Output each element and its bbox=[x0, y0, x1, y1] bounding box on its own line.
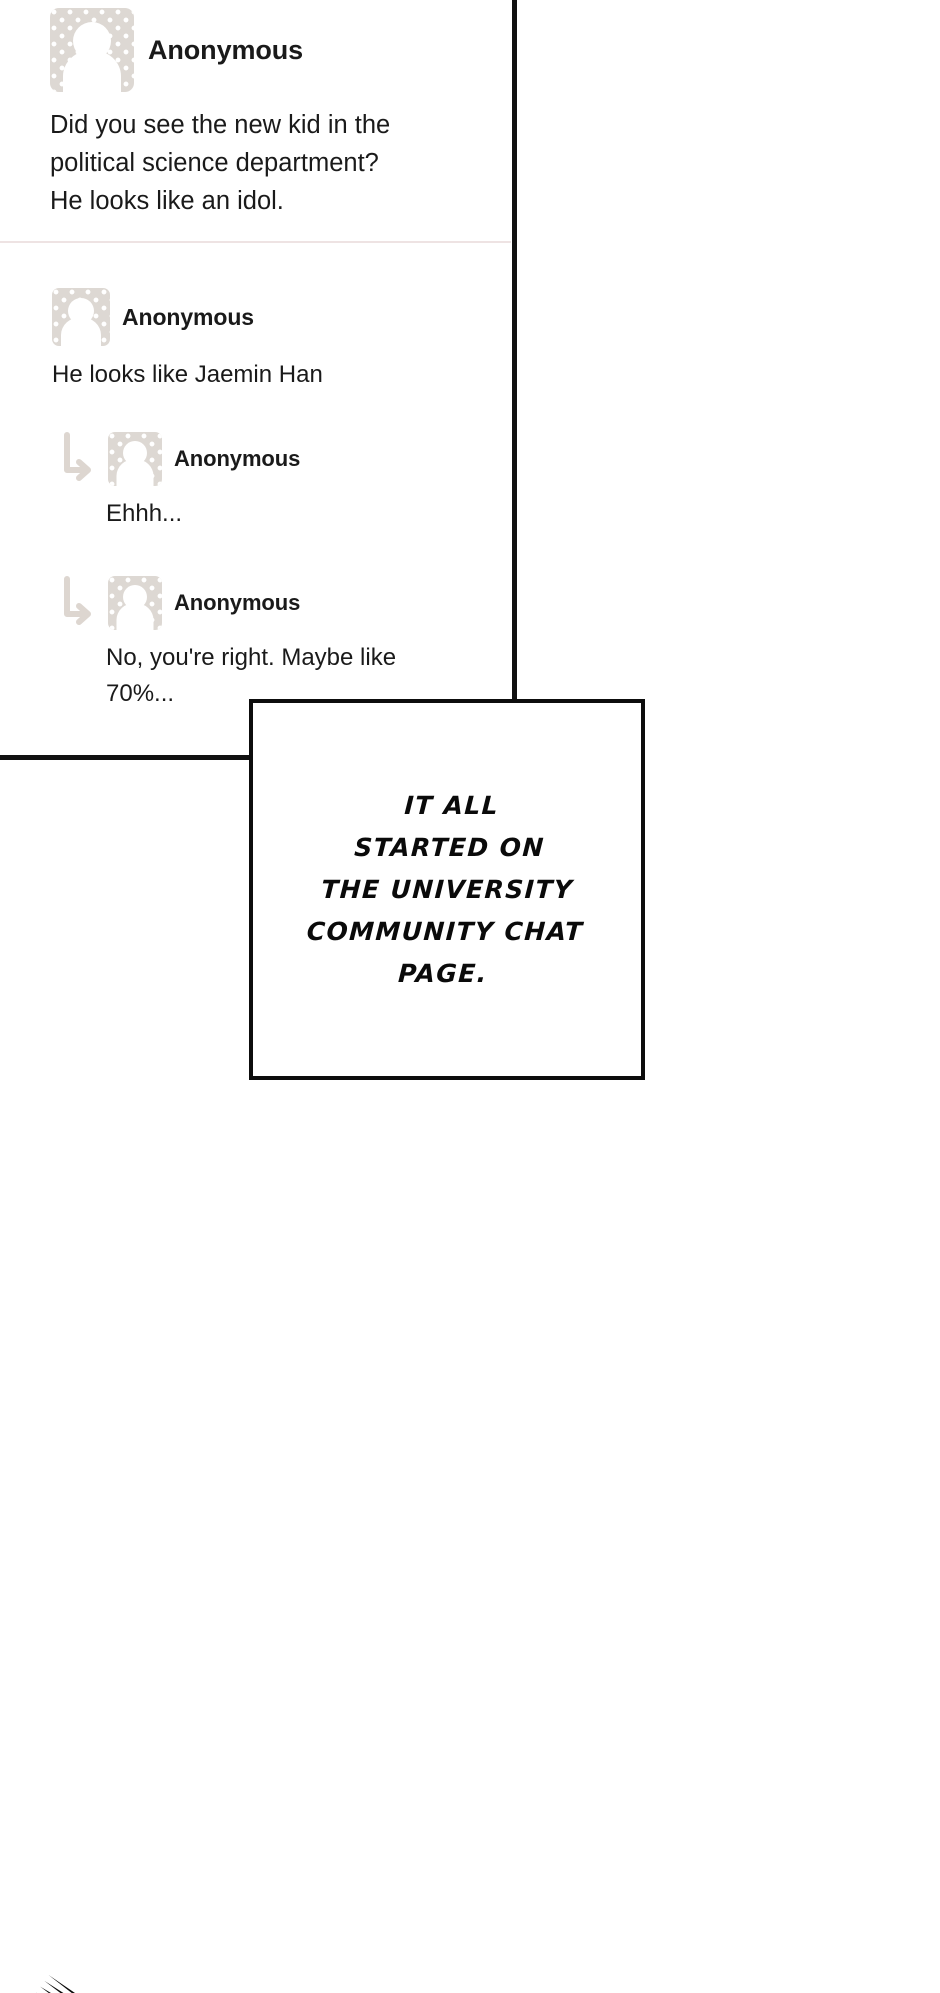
message-text: No, you're right. Maybe like 70%... bbox=[106, 644, 397, 707]
message-text: He looks like Jaemin Han bbox=[52, 361, 323, 388]
anonymous-person-avatar-icon bbox=[108, 576, 162, 630]
message-header: Anonymous bbox=[52, 288, 492, 346]
message-author-name: Anonymous bbox=[174, 590, 301, 615]
reply-header: Anonymous bbox=[62, 576, 492, 630]
message-author-name: Anonymous bbox=[148, 34, 304, 65]
message-author-name: Anonymous bbox=[174, 446, 301, 471]
chat-reply-second[interactable]: Anonymous No, you're right. Maybe like 7… bbox=[62, 576, 492, 712]
message-text: Ehhh... bbox=[106, 500, 183, 527]
anonymous-person-avatar-icon bbox=[50, 8, 134, 92]
avatar-body-shape bbox=[116, 459, 154, 486]
message-text: Did you see the new kid in the political… bbox=[50, 111, 391, 215]
avatar-body-shape bbox=[116, 603, 154, 630]
radial-speed-lines bbox=[0, 1733, 940, 1993]
chat-panel: Anonymous Did you see the new kid in the… bbox=[0, 0, 517, 760]
narration-text: IT ALL STARTED ON THE UNIVERSITY COMMUNI… bbox=[305, 790, 584, 988]
chat-panel-content: Anonymous Did you see the new kid in the… bbox=[0, 0, 511, 750]
message-header: Anonymous bbox=[50, 8, 490, 92]
chat-message-second[interactable]: Anonymous He looks like Jaemin Han bbox=[52, 288, 492, 392]
message-divider bbox=[0, 241, 511, 243]
chat-message-root[interactable]: Anonymous Did you see the new kid in the… bbox=[50, 8, 490, 220]
reply-header: Anonymous bbox=[62, 432, 492, 486]
anonymous-person-avatar-icon bbox=[108, 432, 162, 486]
reply-arrow-icon bbox=[62, 432, 96, 486]
anonymous-person-avatar-icon bbox=[52, 288, 110, 346]
avatar-body-shape bbox=[63, 50, 121, 92]
reply-arrow-icon bbox=[62, 576, 96, 630]
chat-reply-first[interactable]: Anonymous Ehhh... bbox=[62, 432, 492, 532]
avatar-body-shape bbox=[61, 317, 101, 346]
message-author-name: Anonymous bbox=[122, 303, 254, 330]
narration-caption-box: IT ALL STARTED ON THE UNIVERSITY COMMUNI… bbox=[249, 699, 645, 1080]
